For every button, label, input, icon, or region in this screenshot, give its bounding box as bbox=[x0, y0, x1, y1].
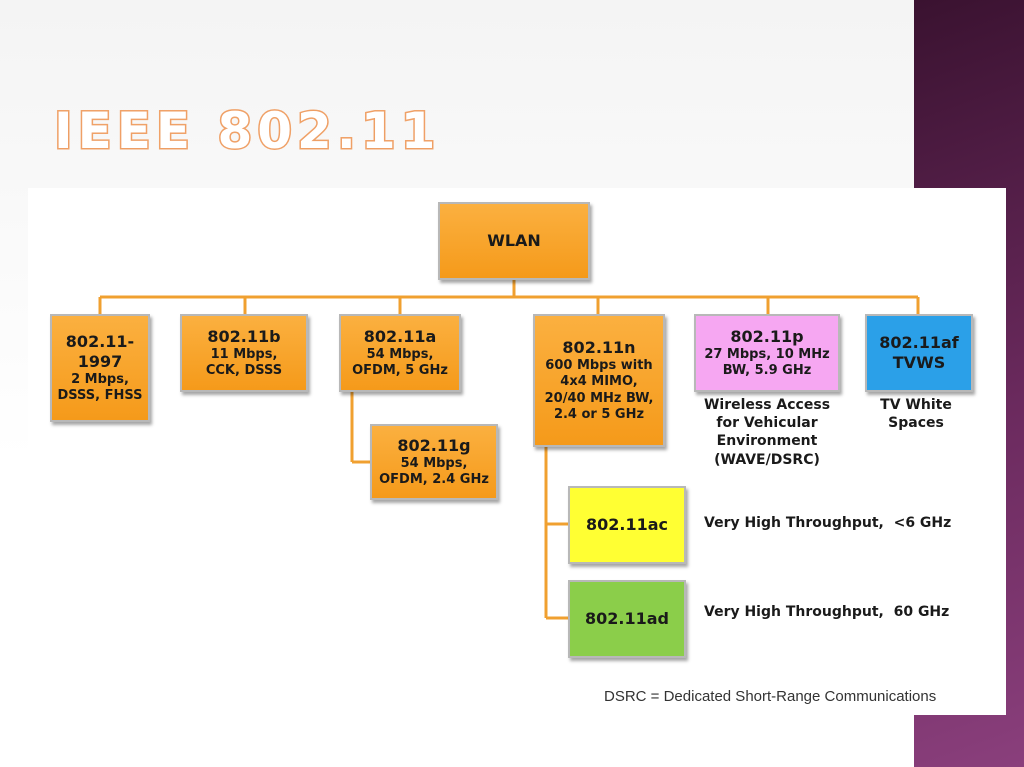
node-11p-line-1: 802.11p bbox=[730, 326, 804, 346]
node-1997-line-3: 2 Mbps, bbox=[71, 371, 129, 387]
p-note-line-4: (WAVE/DSRC) bbox=[714, 451, 820, 468]
node-802-11ac: 802.11ac bbox=[568, 486, 686, 564]
node-802-11g: 802.11g 54 Mbps, OFDM, 2.4 GHz bbox=[370, 424, 498, 500]
node-11g-line-1: 802.11g bbox=[397, 435, 471, 455]
node-11n-line-3: 4x4 MIMO, bbox=[560, 374, 638, 390]
node-1997-line-2: 1997 bbox=[77, 351, 123, 371]
node-11b-line-2: 11 Mbps, bbox=[210, 346, 278, 362]
node-11p-line-3: BW, 5.9 GHz bbox=[722, 363, 812, 378]
node-11a-line-2: 54 Mbps, bbox=[366, 346, 434, 362]
node-11n-line-5: 2.4 or 5 GHz bbox=[553, 406, 645, 422]
node-11n-line-4: 20/40 MHz BW, bbox=[544, 390, 654, 406]
node-11af-note: TV White Spaces bbox=[860, 396, 972, 432]
node-11p-note: Wireless Access for Vehicular Environmen… bbox=[692, 396, 842, 469]
node-11ac-description: Very High Throughput, <6 GHz bbox=[704, 515, 952, 531]
node-1997-line-1: 802.11- bbox=[65, 331, 135, 351]
p-note-line-1: Wireless Access bbox=[703, 397, 831, 413]
node-11ad-description: Very High Throughput, 60 GHz bbox=[704, 604, 950, 620]
node-11g-line-3: OFDM, 2.4 GHz bbox=[379, 472, 489, 487]
node-11b-line-1: 802.11b bbox=[207, 326, 281, 346]
af-note-line-1: TV White bbox=[880, 397, 952, 413]
p-note-line-2: for Vehicular bbox=[716, 415, 818, 432]
wlan-root-box: WLAN bbox=[438, 202, 590, 280]
node-11g-line-2: 54 Mbps, bbox=[400, 455, 468, 471]
node-802-11ad: 802.11ad bbox=[568, 580, 686, 658]
node-1997-line-4: DSSS, FHSS bbox=[57, 388, 143, 403]
node-11af-line-2: TVWS bbox=[892, 353, 946, 372]
node-11a-line-3: OFDM, 5 GHz bbox=[352, 363, 448, 378]
node-11af-line-1: 802.11af bbox=[879, 333, 959, 352]
node-11ac-label: 802.11ac bbox=[585, 515, 669, 534]
node-802-11af: 802.11af TVWS bbox=[865, 314, 973, 392]
node-802-11b: 802.11b 11 Mbps, CCK, DSSS bbox=[180, 314, 308, 392]
node-802-11a: 802.11a 54 Mbps, OFDM, 5 GHz bbox=[339, 314, 461, 392]
node-11a-line-1: 802.11a bbox=[363, 326, 437, 346]
node-11b-line-3: CCK, DSSS bbox=[205, 363, 283, 378]
node-11ad-label: 802.11ad bbox=[585, 609, 669, 628]
node-802-11-1997: 802.11- 1997 2 Mbps, DSSS, FHSS bbox=[50, 314, 150, 422]
slide-title: IEEE 802.11 bbox=[52, 101, 441, 162]
wlan-label: WLAN bbox=[487, 231, 541, 250]
node-11n-line-1: 802.11n bbox=[562, 338, 636, 357]
node-802-11n: 802.11n 600 Mbps with 4x4 MIMO, 20/40 MH… bbox=[533, 314, 665, 447]
node-11n-line-2: 600 Mbps with bbox=[545, 358, 653, 373]
p-note-line-3: Environment bbox=[716, 433, 818, 450]
af-note-line-2: Spaces bbox=[888, 415, 944, 432]
node-11p-line-2: 27 Mbps, 10 MHz bbox=[704, 346, 830, 362]
node-802-11p: 802.11p 27 Mbps, 10 MHz BW, 5.9 GHz bbox=[694, 314, 840, 392]
footnote: DSRC = Dedicated Short-Range Communicati… bbox=[604, 688, 937, 705]
